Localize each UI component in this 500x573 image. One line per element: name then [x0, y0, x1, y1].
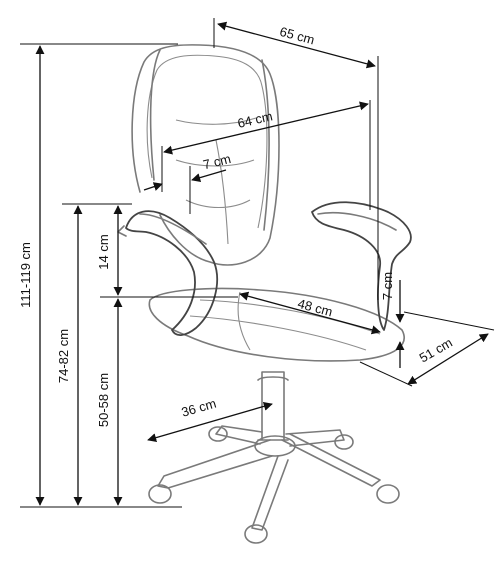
lift-cover	[257, 376, 289, 381]
star-base	[157, 425, 381, 531]
ext-51-top	[403, 311, 495, 331]
base-hub	[254, 435, 296, 457]
dim-seat-depth	[407, 333, 489, 385]
dim-backrest-width	[217, 21, 376, 69]
label-seat-depth: 51 cm	[417, 335, 455, 366]
dim-armrest-width-right	[191, 169, 227, 183]
dimension-lines	[20, 18, 495, 508]
dim-base-radius	[147, 401, 273, 443]
caster-icon	[244, 524, 268, 544]
backrest-side	[149, 49, 270, 231]
dim-chair-width	[163, 101, 369, 155]
dimension-labels: 111-119 cm 74-82 cm 14 cm 50-58 cm 65 cm…	[18, 24, 455, 427]
caster-icon	[334, 434, 354, 450]
right-armrest	[311, 201, 412, 331]
caster-icon	[148, 484, 172, 504]
casters	[148, 426, 400, 544]
label-seat-height: 50-58 cm	[96, 373, 111, 427]
dim-armrest-width-left	[143, 182, 163, 191]
chair-illustration	[117, 44, 412, 544]
dim-seat-width	[239, 291, 381, 335]
gas-lift	[257, 371, 289, 441]
label-armrest-height: 74-82 cm	[56, 329, 71, 383]
right-armrest-pad	[317, 211, 397, 231]
ext-51-bottom	[359, 361, 413, 387]
label-armrest-above-seat: 14 cm	[96, 234, 111, 269]
backrest-quilting	[175, 117, 257, 245]
caster-icon	[376, 484, 400, 504]
left-armrest	[125, 210, 218, 336]
label-backrest-width: 65 cm	[278, 24, 316, 48]
seat-quilting	[189, 291, 381, 351]
label-base-radius: 36 cm	[180, 396, 218, 420]
label-armrest-width: 7 cm	[201, 151, 232, 172]
label-total-height: 111-119 cm	[18, 242, 33, 308]
label-seat-thickness: 7 cm	[380, 272, 395, 300]
backrest-outline	[131, 44, 280, 266]
